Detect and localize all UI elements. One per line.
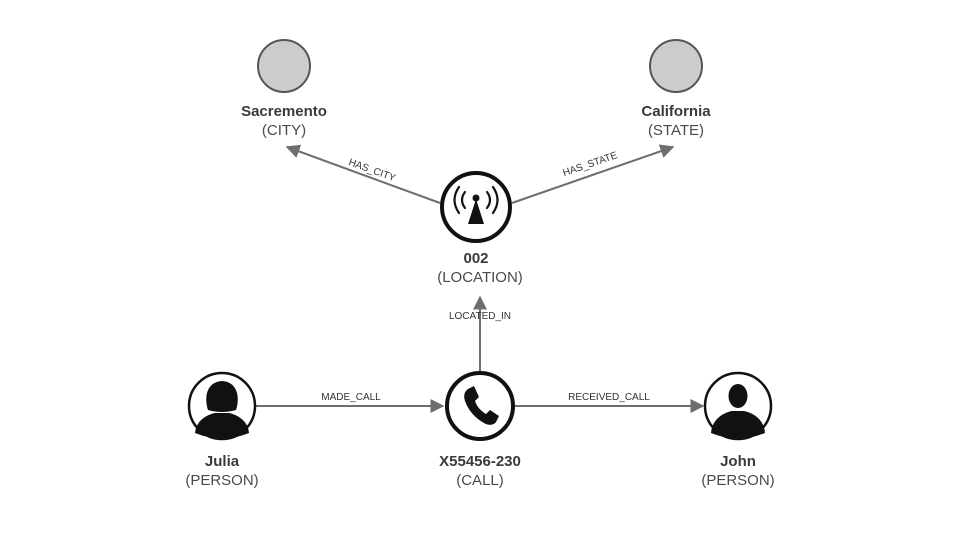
node-title: Sacremento	[241, 103, 327, 120]
edge-located-in: LOCATED_IN	[449, 295, 511, 371]
cell-tower-icon	[453, 185, 499, 224]
node-title: 002	[463, 250, 488, 267]
edge-label-received-call: RECEIVED_CALL	[568, 392, 650, 403]
node-circle	[649, 39, 703, 93]
node-title: Julia	[205, 453, 240, 470]
node-california[interactable]: California (STATE)	[641, 39, 711, 139]
node-title: John	[720, 453, 756, 470]
node-type: (STATE)	[648, 122, 704, 139]
node-type: (CITY)	[262, 122, 306, 139]
edge-label-made-call: MADE_CALL	[321, 392, 381, 403]
edge-made-call: MADE_CALL	[256, 392, 445, 413]
node-john[interactable]: John (PERSON)	[701, 371, 775, 489]
node-title: X55456-230	[439, 453, 521, 470]
edge-has-state: HAS_STATE	[511, 144, 675, 204]
node-type: (PERSON)	[185, 472, 258, 489]
edge-received-call: RECEIVED_CALL	[514, 392, 705, 413]
node-circle	[257, 39, 311, 93]
edge-has-city: HAS_CITY	[285, 144, 441, 204]
node-call[interactable]: X55456-230 (CALL)	[439, 371, 521, 489]
node-circle	[445, 371, 515, 441]
male-person-icon	[711, 384, 765, 439]
edge-label-located-in: LOCATED_IN	[449, 311, 511, 322]
node-sacremento[interactable]: Sacremento (CITY)	[241, 39, 327, 139]
node-title: California	[641, 103, 711, 120]
node-julia[interactable]: Julia (PERSON)	[185, 371, 259, 489]
phone-icon	[464, 386, 499, 425]
node-type: (PERSON)	[701, 472, 774, 489]
node-type: (CALL)	[456, 472, 504, 489]
node-type: (LOCATION)	[437, 269, 523, 286]
node-location[interactable]: 002 (LOCATION)	[437, 171, 523, 286]
female-person-icon	[195, 381, 249, 439]
